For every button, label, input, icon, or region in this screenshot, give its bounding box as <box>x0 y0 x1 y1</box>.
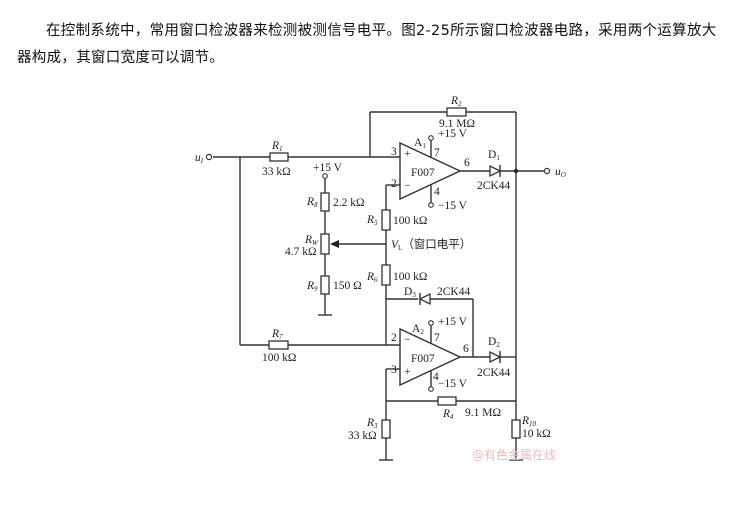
a1-model: F007 <box>411 167 435 179</box>
resistor-r2 <box>446 107 467 117</box>
a1-pin-vplus: 7 <box>434 147 440 159</box>
a2-minus-sign: − <box>404 334 411 346</box>
resistor-r6 <box>381 264 391 286</box>
divider-supply-label: +15 V <box>313 162 343 174</box>
a2-vminus: −15 V <box>438 378 468 390</box>
resistor-r5 <box>381 209 391 231</box>
a1-vminus: −15 V <box>438 200 468 212</box>
a1-vplus: +15 V <box>438 128 468 140</box>
a1-minus-sign: − <box>404 180 411 192</box>
r6-value: 100 kΩ <box>393 271 427 283</box>
r2-value: 9.1 MΩ <box>439 118 475 130</box>
supply-terminal-icon <box>322 173 328 179</box>
wiper-arrow-icon <box>330 240 339 248</box>
a2-name: A2 <box>412 323 424 336</box>
a1-pin-out: 6 <box>464 157 470 169</box>
r3-value: 33 kΩ <box>348 430 377 442</box>
r3-name: R3 <box>366 417 378 430</box>
r10-name: R10 <box>521 415 537 428</box>
r7-name: R7 <box>271 328 283 341</box>
r4-name: R4 <box>442 408 454 421</box>
opamp-a2 <box>399 327 462 387</box>
rw-value: 4.7 kΩ <box>285 246 317 258</box>
rw-name: RW <box>304 234 319 247</box>
r10-value: 10 kΩ <box>522 428 551 440</box>
d3-model: 2CK44 <box>437 286 470 298</box>
opamp-a1 <box>399 141 462 201</box>
wires <box>213 111 544 460</box>
resistor-r8 <box>320 192 330 212</box>
description-paragraph: 在控制系统中，常用窗口检波器来检测被测信号电平。图2-25所示窗口检波器电路，采… <box>17 23 717 66</box>
r9-name: R9 <box>306 280 318 293</box>
r8-name: R8 <box>306 196 318 209</box>
a2-model: F007 <box>411 353 435 365</box>
resistor-r7 <box>268 340 289 350</box>
input-terminal-icon <box>205 153 213 161</box>
r6-name: R6 <box>366 271 378 284</box>
a2-pin-minus: 2 <box>391 332 397 344</box>
a2-pin-vplus: 7 <box>434 332 440 344</box>
diode-d2 <box>489 350 502 364</box>
output-terminal-icon <box>543 167 551 175</box>
supply-terminal-icon <box>428 320 434 326</box>
diode-d3 <box>418 292 431 306</box>
d2-name: D2 <box>488 336 500 349</box>
ground-symbols <box>318 314 523 461</box>
r5-name: R5 <box>366 214 378 227</box>
a1-pin-plus: 3 <box>391 146 397 158</box>
vl-label: VL（窗口电平） <box>391 237 471 252</box>
resistor-r9 <box>320 275 330 295</box>
r2-name: R2 <box>450 95 462 108</box>
supply-terminal-icon <box>428 386 434 392</box>
r5-value: 100 kΩ <box>393 215 427 227</box>
supply-terminal-icon <box>428 202 434 208</box>
a2-vplus: +15 V <box>438 316 468 328</box>
resistor-r4 <box>437 396 457 406</box>
resistor-r1 <box>269 152 289 162</box>
d1-name: D1 <box>488 149 500 162</box>
a2-pin-plus: 3 <box>391 364 397 376</box>
a2-pin-vminus: 4 <box>433 371 439 383</box>
a2-pin-out: 6 <box>463 343 469 355</box>
r9-value: 150 Ω <box>333 280 362 292</box>
supply-terminal-icon <box>428 135 434 141</box>
junction-dot <box>513 168 519 174</box>
a1-name: A1 <box>414 137 426 150</box>
input-label: uI <box>195 152 204 165</box>
output-label: uO <box>555 166 566 179</box>
d2-model: 2CK44 <box>477 367 510 379</box>
watermark: @有色金属在线 <box>472 447 556 462</box>
a1-plus-sign: + <box>404 148 411 160</box>
resistor-r3 <box>381 419 391 439</box>
r7-value: 100 kΩ <box>262 352 296 364</box>
d1-model: 2CK44 <box>477 180 510 192</box>
diode-d1 <box>489 164 502 178</box>
r4-value: 9.1 MΩ <box>465 407 501 419</box>
d3-name: D3 <box>404 286 416 299</box>
a2-plus-sign: + <box>404 366 411 378</box>
r1-name: R1 <box>271 140 283 153</box>
a1-pin-vminus: 4 <box>434 186 440 198</box>
resistor-r10 <box>511 419 521 439</box>
r8-value: 2.2 kΩ <box>333 197 365 209</box>
a1-pin-minus: 2 <box>391 178 397 190</box>
r1-value: 33 kΩ <box>262 166 291 178</box>
resistor-rw <box>320 233 330 255</box>
